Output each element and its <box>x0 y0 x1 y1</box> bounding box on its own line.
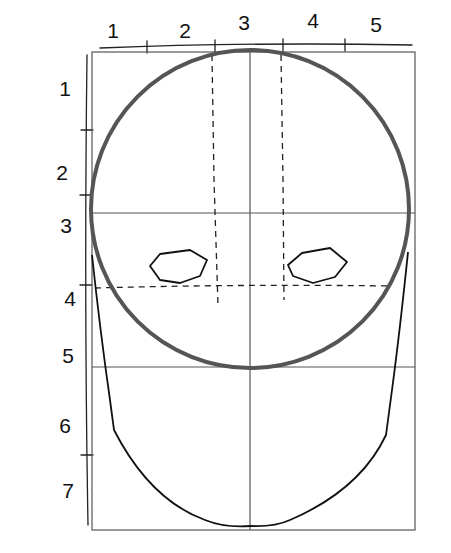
row-number: 6 <box>59 415 71 436</box>
row-number: 5 <box>62 345 74 366</box>
tick <box>146 41 147 53</box>
column-number: 2 <box>179 20 191 41</box>
column-number: 4 <box>307 10 319 31</box>
dashed-guide <box>95 285 390 288</box>
grid-line <box>92 212 415 213</box>
jaw-outline <box>92 252 408 526</box>
column-number: 5 <box>370 14 382 35</box>
row-number: 2 <box>56 162 68 183</box>
grid-line <box>249 52 250 530</box>
tick <box>344 39 345 51</box>
dashed-guide <box>281 55 284 300</box>
tick <box>81 454 93 455</box>
row-number: 3 <box>60 215 72 236</box>
row-number: 4 <box>64 288 76 309</box>
tick <box>282 39 283 51</box>
tick <box>81 129 93 130</box>
tick <box>80 284 92 285</box>
column-number: 3 <box>238 12 250 33</box>
grid-frame <box>92 52 415 530</box>
eye <box>288 248 347 283</box>
row-number: 1 <box>59 78 71 99</box>
cranium-circle <box>91 50 409 368</box>
tick <box>214 40 215 52</box>
column-number: 1 <box>107 20 119 41</box>
eye <box>150 250 207 283</box>
dashed-guide <box>212 55 218 305</box>
row-number: 7 <box>62 480 74 501</box>
